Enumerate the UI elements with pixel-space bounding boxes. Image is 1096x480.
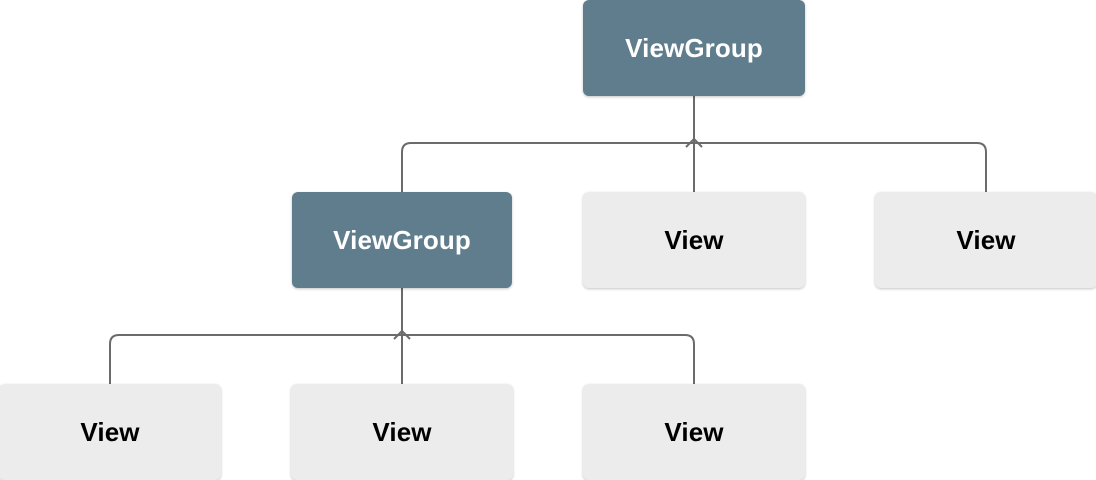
connector-junction-chevron-level-1 bbox=[685, 138, 703, 148]
node-view-right-level-1[interactable]: View bbox=[875, 192, 1096, 288]
node-view-middle-level-2[interactable]: View bbox=[291, 384, 513, 480]
node-label: View bbox=[372, 417, 432, 447]
node-label: ViewGroup bbox=[333, 225, 471, 255]
connector-junction-chevron-level-2 bbox=[393, 330, 411, 340]
node-view-middle-level-1[interactable]: View bbox=[583, 192, 805, 288]
connector-bus-level-2 bbox=[109, 334, 695, 384]
node-label: ViewGroup bbox=[625, 33, 763, 63]
node-label: View bbox=[664, 225, 724, 255]
node-label: View bbox=[956, 225, 1016, 255]
node-root-viewgroup[interactable]: ViewGroup bbox=[583, 0, 805, 96]
node-child-viewgroup[interactable]: ViewGroup bbox=[292, 192, 512, 288]
node-view-right-level-2[interactable]: View bbox=[583, 384, 805, 480]
node-view-left-level-2[interactable]: View bbox=[0, 384, 221, 480]
connector-bus-level-1 bbox=[401, 142, 987, 192]
node-label: View bbox=[80, 417, 140, 447]
node-label: View bbox=[664, 417, 724, 447]
